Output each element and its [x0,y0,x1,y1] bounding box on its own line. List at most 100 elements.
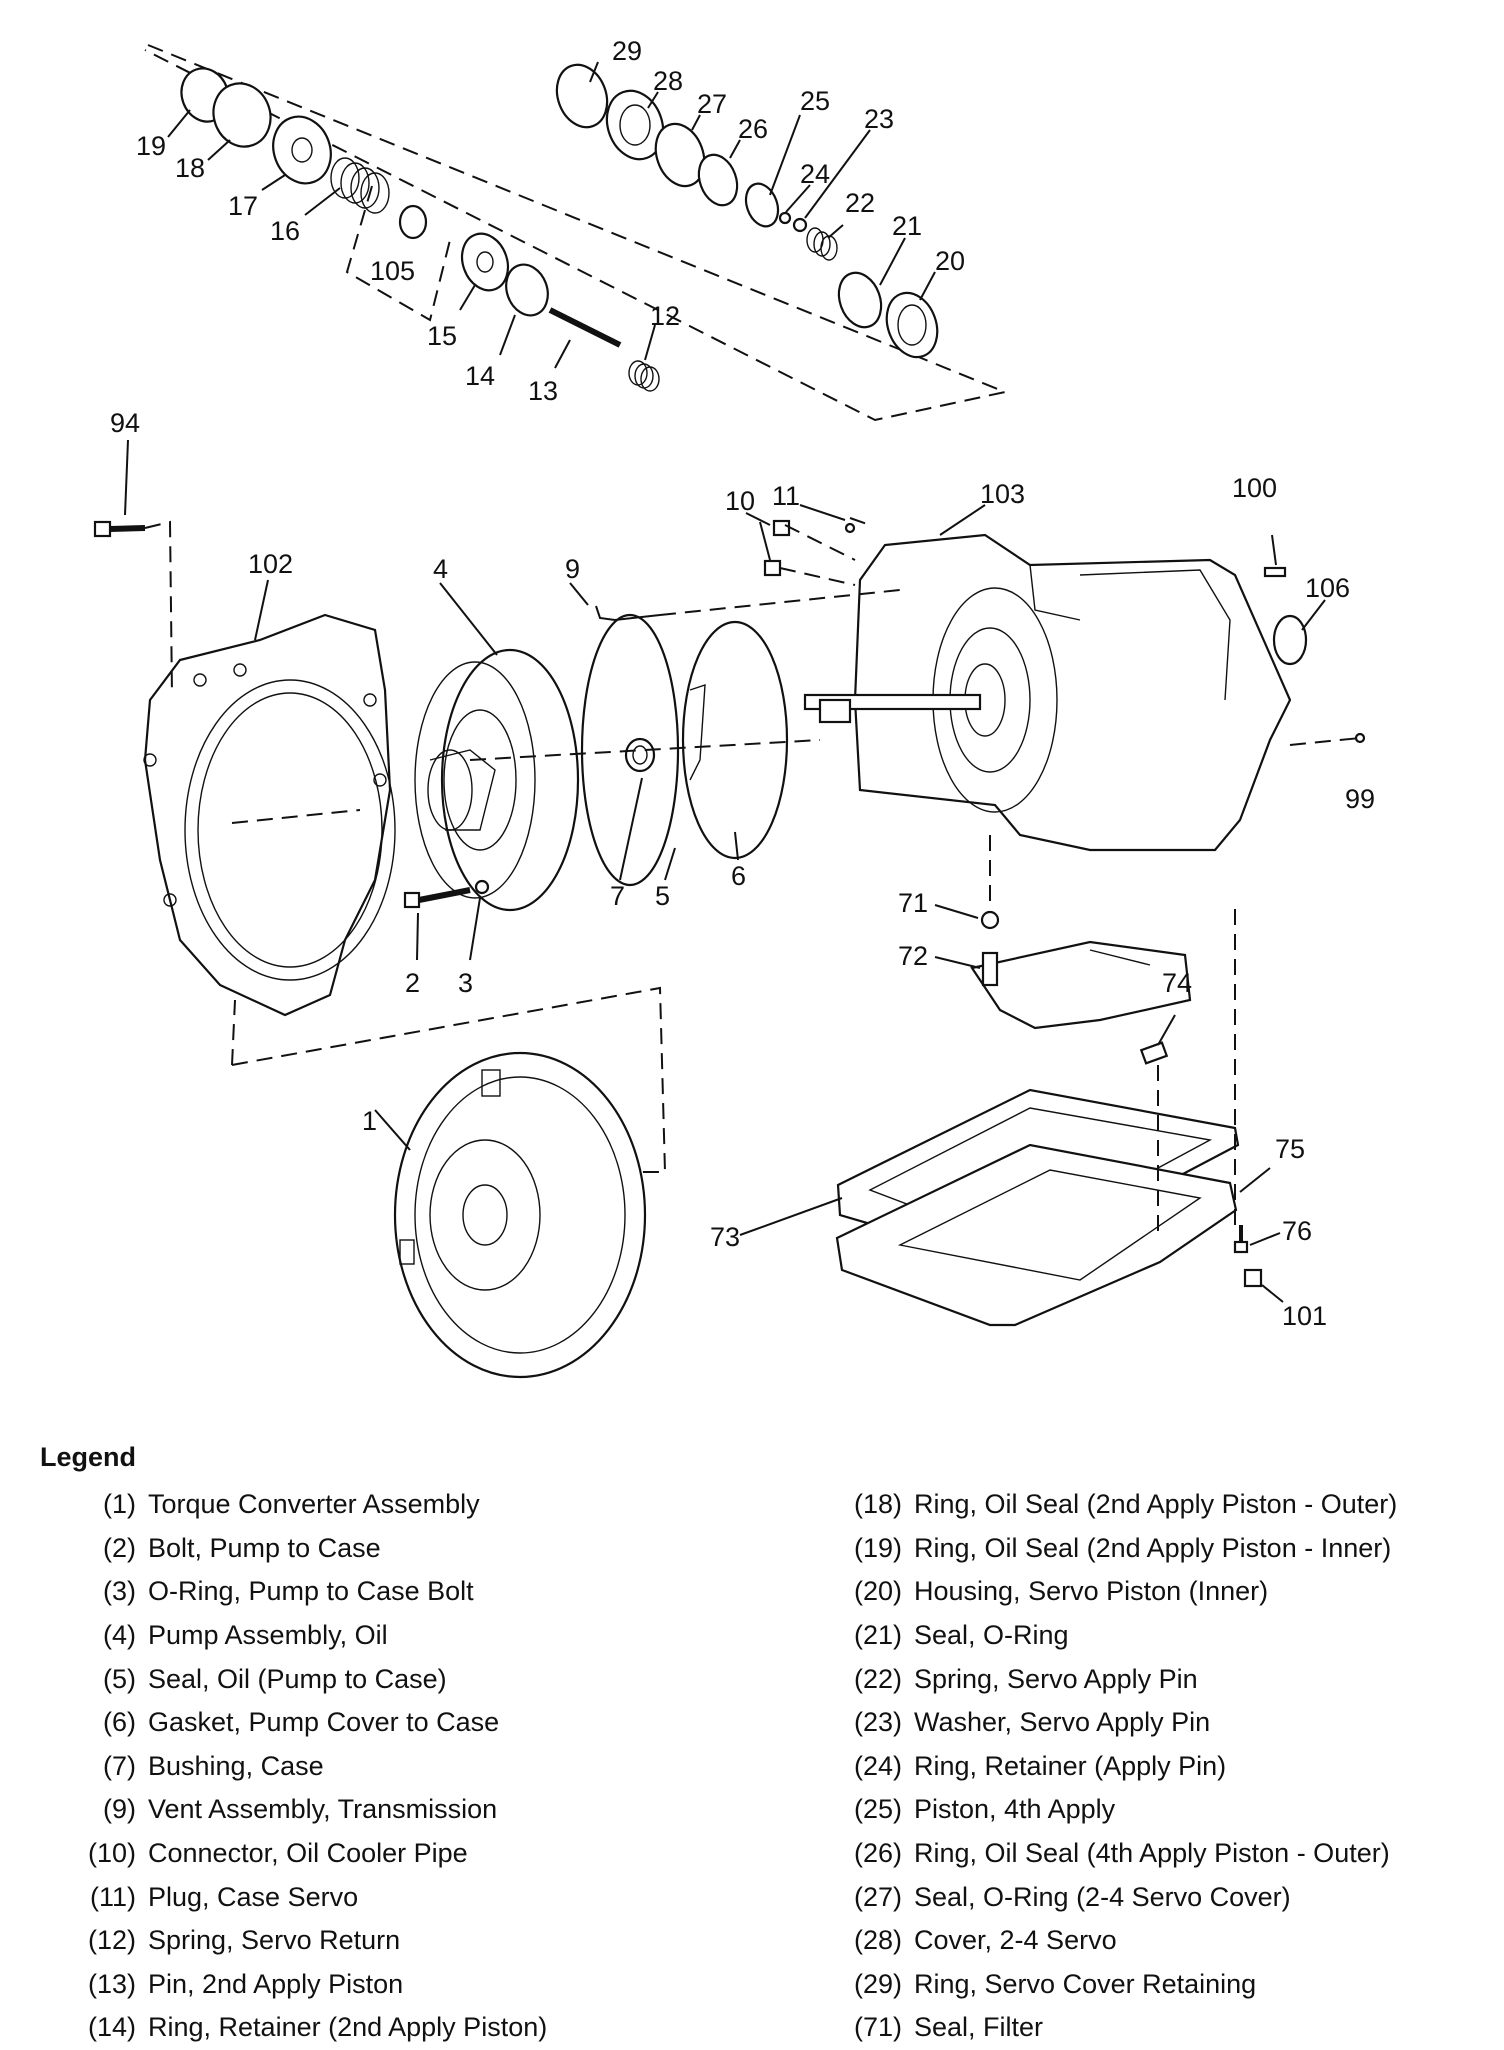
legend-number: (71) [853,2012,902,2043]
legend-number: (3) [103,1576,136,1607]
callout-18: 18 [175,153,205,183]
legend-item: (13) Pin, 2nd Apply Piston [80,1963,547,2007]
callout-25: 25 [800,86,830,116]
callout-27: 27 [697,89,727,119]
legend-text: Pin, 2nd Apply Piston [148,1968,404,1999]
callout-99: 99 [1345,784,1375,814]
legend-number: (10) [87,1838,136,1869]
part-105-cushion-spring [398,204,428,240]
legend-text: Gasket, Pump Cover to Case [148,1707,500,1738]
legend-text: Seal, O-Ring [914,1620,1069,1651]
part-17-piston [272,115,332,185]
legend-text: Plug, Case Servo [148,1881,359,1912]
legend-text: O-Ring, Pump to Case Bolt [148,1576,474,1607]
legend-number: (13) [87,1968,136,1999]
legend-item: (23) Washer, Servo Apply Pin [832,1701,1397,1745]
legend-item: (20)Housing, Servo Piston (Inner) [832,1570,1397,1614]
legend-text: Seal, Oil (Pump to Case) [148,1663,447,1694]
legend-text: Ring, Servo Cover Retaining [914,1968,1257,1999]
legend-number: (22) [853,1663,902,1694]
legend-title: Legend [40,1442,137,1472]
callout-76: 76 [1282,1216,1312,1246]
oil-pan [835,1143,1238,1327]
callout-72: 72 [898,941,928,971]
pan-bolts [1233,1225,1263,1288]
part-23-washer [792,217,808,233]
legend-text: Bolt, Pump to Case [148,1532,381,1563]
legend-number: (28) [853,1925,902,1956]
legend-text: Seal, O-Ring (2-4 Servo Cover) [914,1881,1291,1912]
legend-number: (26) [853,1838,902,1869]
legend-number: (14) [87,2012,136,2043]
leader-lines [124,61,1326,1303]
oil-pump [414,648,580,912]
part-14-retainer-ring [505,263,549,317]
legend-item: (21)Seal, O-Ring [832,1614,1397,1658]
legend-number: (6) [103,1707,136,1738]
legend-item: (24)Ring, Retainer (Apply Pin) [832,1745,1397,1789]
legend-number: (1) [103,1489,136,1520]
part-16-spring [330,157,390,214]
callout-26: 26 [738,114,768,144]
callout-103: 103 [980,479,1025,509]
pump-gasket [681,620,789,860]
legend-number: (29) [853,1968,902,1999]
callout-14: 14 [465,361,495,391]
legend-text: Housing, Servo Piston (Inner) [914,1576,1269,1607]
legend-number: (19) [853,1532,902,1563]
legend-number: (12) [87,1925,136,1956]
callout-16: 16 [270,216,300,246]
callout-100: 100 [1232,473,1277,503]
callout-71: 71 [898,888,928,918]
legend-number: (27) [853,1881,902,1912]
callout-105: 105 [370,256,415,286]
servo-parts [180,63,939,392]
legend-item: (6) Gasket, Pump Cover to Case [80,1701,547,1745]
callout-2: 2 [405,968,420,998]
case-small-parts [763,519,1366,744]
callout-7: 7 [610,881,625,911]
callout-4: 4 [433,554,448,584]
callout-9: 9 [565,554,580,584]
legend-item: (28) Cover, 2-4 Servo [832,1919,1397,1963]
callout-5: 5 [655,881,670,911]
part-11-plug [844,522,856,534]
part-12-return-spring [628,360,660,392]
callout-23: 23 [864,104,894,134]
callout-15: 15 [427,321,457,351]
legend-item: (18)Ring, Oil Seal (2nd Apply Piston - O… [832,1483,1397,1527]
legend-item: (9)Vent Assembly, Transmission [80,1788,547,1832]
legend-item: (3) O-Ring, Pump to Case Bolt [80,1570,547,1614]
legend-item: (7)Bushing, Case [80,1745,547,1789]
servo-assembly-envelope [144,44,1009,422]
vent-hose [595,605,661,622]
legend-text: Pump Assembly, Oil [148,1620,388,1651]
legend-text: Ring, Oil Seal (2nd Apply Piston - Outer… [914,1489,1398,1520]
legend-text: Washer, Servo Apply Pin [914,1707,1211,1738]
callout-10: 10 [725,486,755,516]
legend-item: (22)Spring, Servo Apply Pin [832,1657,1397,1701]
callout-24: 24 [800,159,830,189]
part-24-retainer-ring [778,211,792,225]
legend-text: Torque Converter Assembly [148,1489,480,1520]
legend-text: Ring, Retainer (Apply Pin) [914,1750,1227,1781]
callout-101: 101 [1282,1301,1327,1331]
callout-labels: 29 28 27 26 25 24 23 22 21 20 19 18 17 1… [110,36,1375,1331]
callout-3: 3 [458,968,473,998]
callout-73: 73 [710,1222,740,1252]
legend-right-column: (18)Ring, Oil Seal (2nd Apply Piston - O… [832,1483,1397,2050]
legend-item: (27) Seal, O-Ring (2-4 Servo Cover) [832,1875,1397,1919]
legend-number: (9) [103,1794,136,1825]
filter-seal [980,910,1000,930]
part-15-housing [460,232,510,292]
legend-number: (23) [853,1707,902,1738]
transmission-case [803,533,1292,852]
callout-12: 12 [650,301,680,331]
legend-item: (4)Pump Assembly, Oil [80,1614,547,1658]
part-18-outer-seal-ring [212,82,272,148]
callout-13: 13 [528,376,558,406]
callout-75: 75 [1275,1134,1305,1164]
legend-number: (11) [89,1881,136,1912]
oil-filter [970,910,1192,1030]
legend-text: Cover, 2-4 Servo [914,1925,1117,1956]
